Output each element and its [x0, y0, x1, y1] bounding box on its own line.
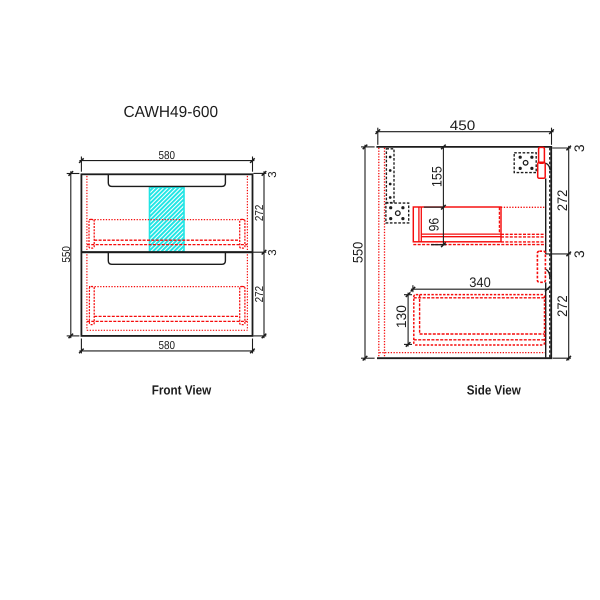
svg-text:580: 580	[159, 150, 176, 162]
svg-text:Front View: Front View	[152, 383, 212, 398]
svg-text:3: 3	[267, 249, 279, 255]
svg-text:272: 272	[555, 190, 570, 212]
svg-text:580: 580	[159, 340, 176, 352]
svg-text:272: 272	[254, 286, 266, 303]
svg-text:450: 450	[450, 118, 476, 133]
svg-text:550: 550	[61, 246, 73, 263]
svg-text:CAWH49-600: CAWH49-600	[124, 104, 219, 121]
svg-text:550: 550	[350, 241, 365, 263]
svg-text:3: 3	[572, 144, 587, 152]
svg-text:272: 272	[555, 295, 570, 317]
svg-text:272: 272	[254, 205, 266, 222]
svg-text:340: 340	[469, 275, 491, 290]
svg-text:3: 3	[267, 171, 279, 177]
svg-text:96: 96	[426, 218, 441, 232]
svg-text:3: 3	[572, 250, 587, 258]
svg-text:Side View: Side View	[467, 383, 522, 398]
svg-text:155: 155	[429, 166, 444, 187]
svg-text:130: 130	[394, 305, 409, 328]
